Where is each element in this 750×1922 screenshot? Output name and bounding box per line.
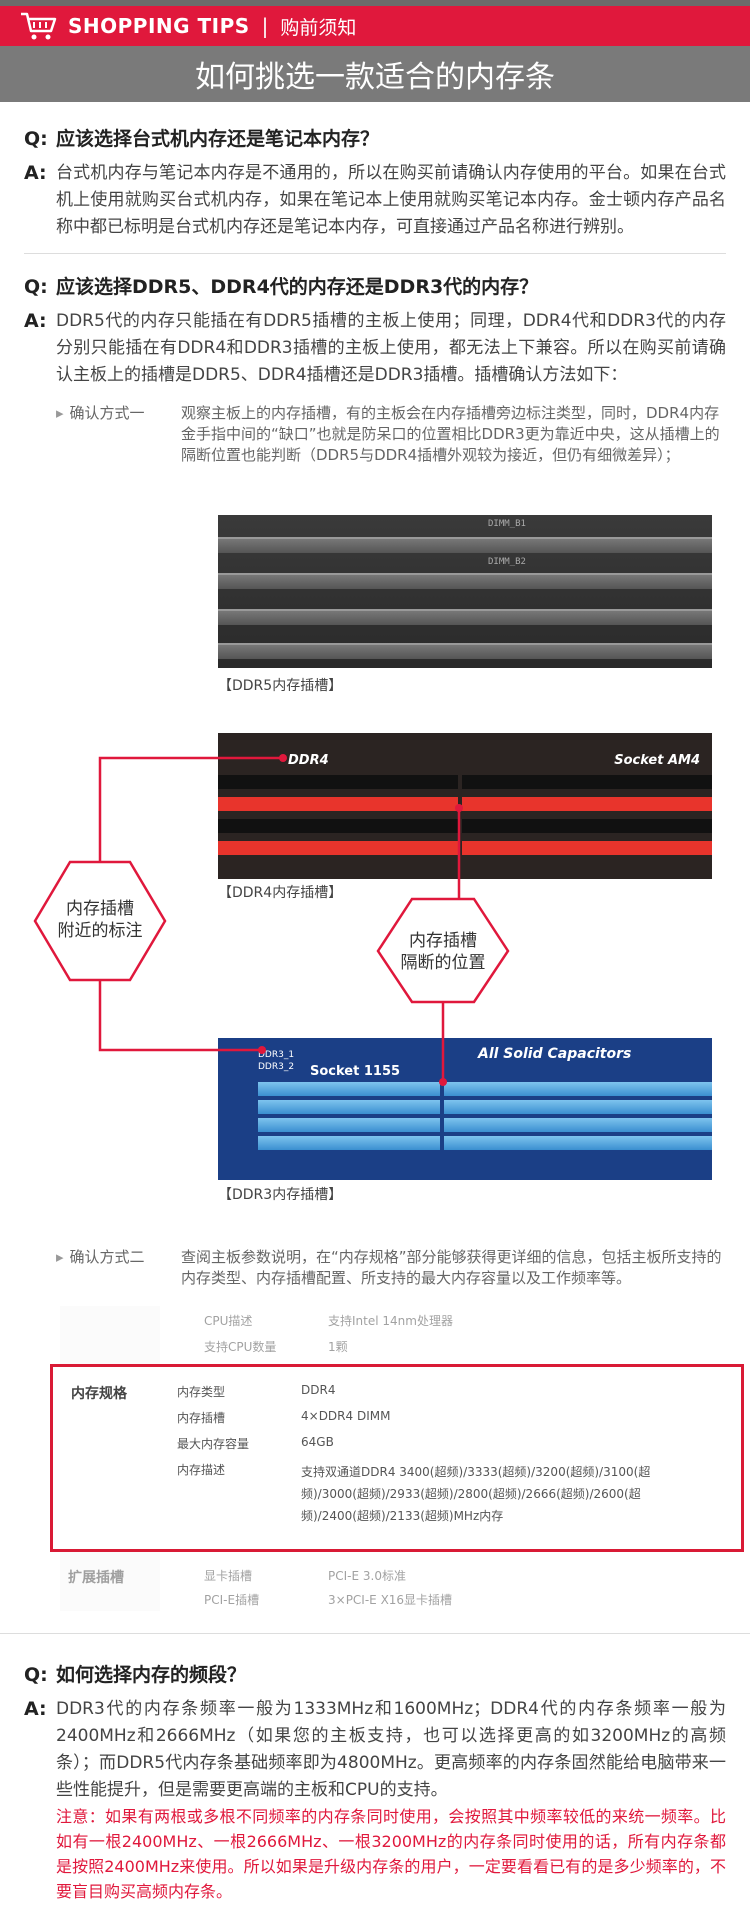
- spec-value: 1颗: [328, 1340, 348, 1354]
- a-label: A:: [24, 1698, 47, 1720]
- spec-label: 内存描述: [177, 1463, 226, 1477]
- ddr3-socket-label: Socket 1155: [310, 1064, 401, 1079]
- memory-spec-highlight: 内存规格 内存类型 DDR4 内存插槽 4×DDR4 DIMM 最大内存容量 6…: [50, 1364, 744, 1552]
- left-callout-line-2: 附近的标注: [57, 921, 143, 941]
- ddr5-slot: [218, 573, 712, 589]
- spec-row-bottom: 扩展插槽 显卡插槽 PCI-E 3.0标准 PCI-E插槽 3×PCI-E X1…: [60, 1561, 745, 1611]
- ddr5-slot: [218, 609, 712, 625]
- a-label: A:: [24, 162, 47, 184]
- ddr5-silk-label-2: DIMM_B2: [488, 557, 526, 567]
- spec-row-top: CPU描述 支持Intel 14nm处理器 支持CPU数量 1颗: [60, 1306, 745, 1611]
- right-callout-text: 内存插槽 隔断的位置: [377, 930, 509, 974]
- spec-label: 内存类型: [177, 1385, 226, 1399]
- answer-body: DDR3代的内存条频率一般为1333MHz和1600MHz；DDR4代的内存条频…: [56, 1696, 726, 1904]
- ddr4-board-label: DDR4: [288, 753, 329, 768]
- ddr4-slot-red: [218, 797, 712, 811]
- spec-value: 4×DDR4 DIMM: [301, 1409, 391, 1423]
- method-two-text: 查阅主板参数说明，在“内存规格”部分能够获得更详细的信息，包括主板所支持的内存类…: [181, 1248, 722, 1287]
- spec-value: 64GB: [301, 1435, 334, 1449]
- spec-value: DDR4: [301, 1383, 336, 1397]
- ddr3-capacitor-label: All Solid Capacitors: [478, 1046, 632, 1062]
- page-title: 如何挑选一款适合的内存条: [0, 46, 750, 102]
- ddr5-caption: 【DDR5内存插槽】: [218, 678, 343, 694]
- faq-frequency: Q: 如何选择内存的频段？ A: DDR3代的内存条频率一般为1333MHz和1…: [0, 1660, 750, 1904]
- spec-label: 支持CPU数量: [204, 1340, 277, 1354]
- question-text: 应该选择DDR5、DDR4代的内存还是DDR3代的内存？: [56, 276, 539, 298]
- ddr3-board-label-1: DDR3_1: [258, 1050, 295, 1060]
- right-hexagon-callout: [376, 897, 510, 1004]
- ddr3-slot: [258, 1136, 712, 1150]
- ddr4-slot-photo: DDR4 Socket AM4: [218, 733, 712, 879]
- ddr3-slot-key: [440, 1078, 444, 1154]
- answer-row: A: 台式机内存与笔记本内存是不通用的，所以在购买前请确认内存使用的平台。如果在…: [24, 160, 726, 241]
- answer-note: 注意：如果有两根或多根不同频率的内存条同时使用，会按照其中频率较低的来统一频率。…: [56, 1807, 726, 1901]
- left-callout-text: 内存插槽 附近的标注: [34, 898, 166, 942]
- answer-row: A: DDR5代的内存只能插在有DDR5插槽的主板上使用；同理，DDR4代和DD…: [24, 308, 726, 389]
- method-one-label: 确认方式一: [56, 403, 181, 466]
- method-one: 确认方式一 观察主板上的内存插槽，有的主板会在内存插槽旁边标注类型，同时，DDR…: [24, 403, 726, 466]
- ddr4-slot-black: [218, 775, 712, 789]
- answer-text: DDR3代的内存条频率一般为1333MHz和1600MHz；DDR4代的内存条频…: [56, 1699, 726, 1800]
- answer-row: A: DDR3代的内存条频率一般为1333MHz和1600MHz；DDR4代的内…: [24, 1696, 726, 1904]
- a-label: A:: [24, 310, 47, 332]
- faq-desktop-vs-laptop: Q: 应该选择台式机内存还是笔记本内存？ A: 台式机内存与笔记本内存是不通用的…: [0, 102, 750, 254]
- spec-value: PCI-E 3.0标准: [328, 1569, 406, 1583]
- left-callout-line-1: 内存插槽: [66, 899, 134, 919]
- spec-value: 支持双通道DDR4 3400(超频)/3333(超频)/3200(超频)/310…: [301, 1465, 651, 1523]
- shopping-tips-bar: SHOPPING TIPS | 购前须知: [0, 6, 750, 46]
- divider: [24, 253, 726, 254]
- ddr4-slot-black: [218, 819, 712, 833]
- answer-text: 台式机内存与笔记本内存是不通用的，所以在购买前请确认内存使用的平台。如果在台式机…: [56, 163, 726, 237]
- ddr4-socket-label: Socket AM4: [614, 753, 700, 768]
- right-callout-line-2: 隔断的位置: [400, 953, 486, 973]
- ddr3-slot: [258, 1082, 712, 1096]
- question-text: 如何选择内存的频段？: [56, 1664, 247, 1686]
- spec-table: CPU描述 支持Intel 14nm处理器 支持CPU数量 1颗 内存规格 内存…: [50, 1306, 745, 1611]
- q-label: Q:: [24, 128, 48, 150]
- ddr5-slot: [218, 537, 712, 553]
- tips-separator: |: [261, 14, 269, 38]
- ddr5-slot-photo: DIMM_B1 DIMM_B2: [218, 515, 712, 668]
- ddr5-silk-label-1: DIMM_B1: [488, 519, 526, 529]
- method-one-text: 观察主板上的内存插槽，有的主板会在内存插槽旁边标注类型，同时，DDR4内存金手指…: [181, 404, 720, 464]
- spec-value: 支持Intel 14nm处理器: [328, 1314, 453, 1328]
- right-callout-line-1: 内存插槽: [409, 931, 477, 951]
- tips-english: SHOPPING TIPS: [68, 14, 250, 38]
- divider: [0, 1633, 750, 1634]
- method-two-label: 确认方式二: [56, 1247, 181, 1289]
- spec-label: CPU描述: [204, 1314, 253, 1328]
- top-strip: [0, 0, 750, 6]
- expand-spec-group: 扩展插槽: [68, 1570, 124, 1586]
- spec-label: 内存插槽: [177, 1411, 226, 1425]
- tips-chinese: 购前须知: [280, 16, 357, 39]
- question-row: Q: 应该选择DDR5、DDR4代的内存还是DDR3代的内存？: [24, 272, 726, 302]
- q-label: Q:: [24, 276, 48, 298]
- spec-value: 3×PCI-E X16显卡插槽: [328, 1593, 453, 1607]
- spec-label: 最大内存容量: [177, 1437, 250, 1451]
- ddr3-slot: [258, 1100, 712, 1114]
- memory-spec-group: 内存规格: [71, 1386, 127, 1402]
- ddr3-slot-photo: All Solid Capacitors DDR3_1 DDR3_2 Socke…: [218, 1038, 712, 1180]
- ddr3-caption: 【DDR3内存插槽】: [218, 1187, 343, 1203]
- ddr3-board-label-2: DDR3_2: [258, 1062, 295, 1072]
- faq-ddr-generation: Q: 应该选择DDR5、DDR4代的内存还是DDR3代的内存？ A: DDR5代…: [0, 254, 750, 466]
- ddr4-slot-red: [218, 841, 712, 855]
- q-label: Q:: [24, 1664, 48, 1686]
- left-hexagon-callout: [33, 860, 167, 982]
- shopping-cart-icon: [21, 12, 57, 40]
- method-two: 确认方式二 查阅主板参数说明，在“内存规格”部分能够获得更详细的信息，包括主板所…: [24, 1247, 726, 1289]
- answer-text: DDR5代的内存只能插在有DDR5插槽的主板上使用；同理，DDR4代和DDR3代…: [56, 311, 726, 385]
- spec-label: 显卡插槽: [204, 1569, 253, 1583]
- question-row: Q: 如何选择内存的频段？: [24, 1660, 726, 1690]
- spec-label: PCI-E插槽: [204, 1593, 260, 1607]
- ddr4-caption: 【DDR4内存插槽】: [218, 885, 343, 901]
- question-text: 应该选择台式机内存还是笔记本内存？: [56, 128, 380, 150]
- ddr5-slot: [218, 643, 712, 659]
- question-row: Q: 应该选择台式机内存还是笔记本内存？: [24, 124, 726, 154]
- ddr3-slot: [258, 1118, 712, 1132]
